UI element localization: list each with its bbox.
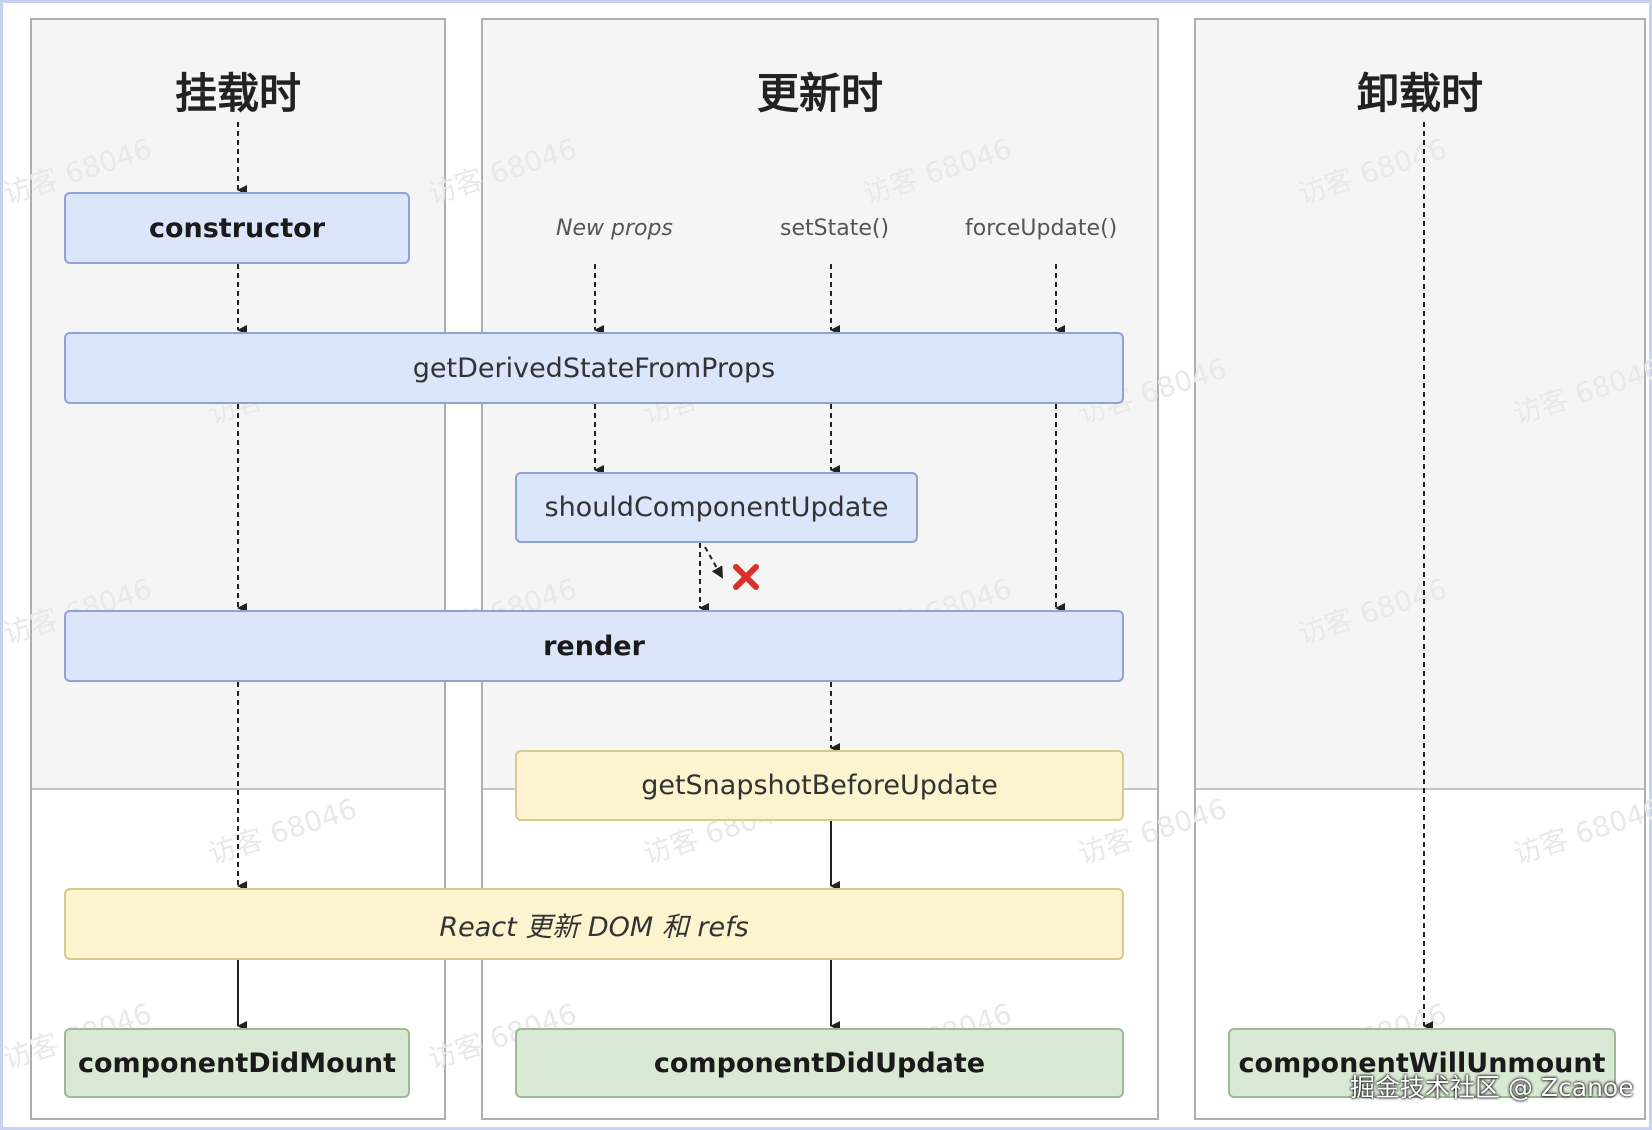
- trigger-new-props: New props: [556, 216, 673, 241]
- arrow-scu-cancel: [704, 546, 723, 579]
- node-component-will-unmount: componentWillUnmount: [1228, 1028, 1616, 1098]
- node-get-derived-state-from-props: getDerivedStateFromProps: [64, 332, 1124, 404]
- node-should-component-update: shouldComponentUpdate: [515, 472, 918, 543]
- node-get-snapshot-before-update: getSnapshotBeforeUpdate: [515, 750, 1124, 821]
- render-phase-area: [1196, 20, 1644, 790]
- node-react-update-dom: React 更新 DOM 和 refs: [64, 888, 1124, 960]
- node-render: render: [64, 610, 1124, 682]
- cancel-x-icon: [733, 564, 759, 590]
- node-constructor: constructor: [64, 192, 410, 264]
- column-title-unmount: 卸载时: [1356, 69, 1483, 118]
- column-title-mount: 挂载时: [174, 69, 301, 118]
- trigger-force-update: forceUpdate(): [965, 216, 1118, 241]
- credit-watermark: 掘金技术社区 @ Zcanoe: [1350, 1073, 1634, 1102]
- trigger-set-state: setState(): [780, 216, 890, 241]
- column-title-update: 更新时: [756, 69, 883, 118]
- node-component-did-mount: componentDidMount: [64, 1028, 410, 1098]
- node-component-did-update: componentDidUpdate: [515, 1028, 1124, 1098]
- column-unmount: 卸载时: [1194, 18, 1646, 1120]
